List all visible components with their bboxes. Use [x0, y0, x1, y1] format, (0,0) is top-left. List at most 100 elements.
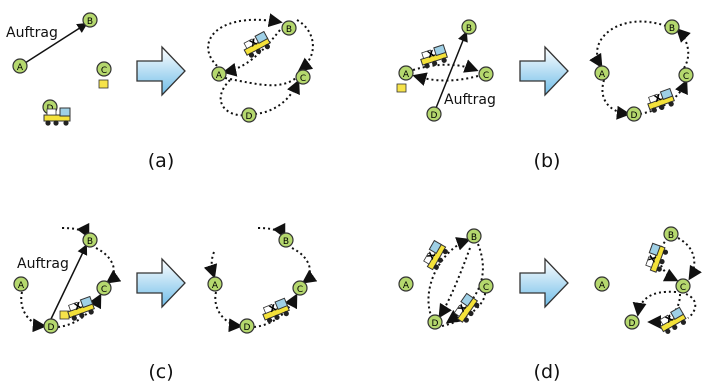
- caption-a: (a): [148, 150, 174, 172]
- svg-text:A: A: [599, 281, 606, 291]
- node-b2-C: C: [678, 67, 694, 83]
- panel-a-left: Auftrag A B C D: [6, 12, 112, 127]
- svg-text:C: C: [300, 74, 306, 84]
- node-c2-D: D: [239, 318, 255, 334]
- svg-text:D: D: [631, 111, 638, 121]
- svg-text:X: X: [664, 314, 675, 326]
- node-d-D: D: [427, 314, 443, 330]
- transition-arrow-icon: [519, 257, 569, 309]
- svg-text:X: X: [248, 38, 259, 50]
- truck-icon: X: [451, 292, 482, 326]
- node-c2-B: B: [278, 232, 294, 248]
- svg-text:D: D: [246, 112, 253, 122]
- node-a-A: A: [12, 58, 28, 74]
- node-c-B: B: [82, 232, 98, 248]
- svg-text:A: A: [403, 70, 410, 80]
- node-b-A: A: [398, 65, 414, 81]
- svg-text:C: C: [101, 285, 107, 295]
- node-b-C: C: [478, 66, 494, 82]
- panel-c: Auftrag A B C D X: [13, 222, 318, 383]
- node-d2-A: A: [594, 276, 610, 292]
- svg-text:C: C: [101, 66, 107, 76]
- truck-icon: X: [420, 240, 451, 273]
- truck-icon: X: [418, 44, 450, 71]
- node-b2-A: A: [594, 65, 610, 81]
- node-a2-A: A: [211, 66, 227, 82]
- svg-text:C: C: [483, 283, 489, 293]
- node-d-C: C: [478, 278, 494, 294]
- truck-icon: X: [240, 31, 273, 60]
- order-label-a: Auftrag: [6, 25, 58, 41]
- panel-b: Auftrag A B C D X: [396, 19, 694, 172]
- truck-icon: X: [259, 297, 292, 325]
- node-b-B: B: [461, 19, 477, 35]
- node-a-C: C: [96, 61, 112, 77]
- package-icon: [98, 79, 109, 89]
- node-c2-C: C: [292, 280, 308, 296]
- svg-text:A: A: [599, 70, 606, 80]
- truck-icon: X: [656, 306, 689, 337]
- svg-text:C: C: [483, 71, 489, 81]
- node-a2-B: B: [281, 20, 297, 36]
- truck-icon: X: [643, 242, 670, 275]
- panel-d: A B C D X X: [398, 226, 702, 383]
- svg-text:A: A: [212, 281, 219, 291]
- truck-icon: X: [644, 87, 677, 115]
- svg-text:C: C: [680, 283, 686, 293]
- node-b2-D: D: [626, 106, 642, 122]
- transition-arrow-icon: [136, 45, 186, 97]
- svg-text:B: B: [286, 25, 292, 35]
- svg-text:D: D: [432, 319, 439, 329]
- svg-text:C: C: [683, 72, 689, 82]
- svg-text:B: B: [471, 233, 477, 243]
- svg-text:X: X: [427, 49, 437, 61]
- truck-icon: X: [64, 295, 97, 323]
- svg-text:X: X: [457, 303, 469, 314]
- transition-arrow-icon: [136, 257, 186, 309]
- svg-text:X: X: [653, 93, 663, 105]
- caption-b: (b): [534, 150, 561, 172]
- svg-text:C: C: [297, 285, 303, 295]
- svg-text:B: B: [87, 17, 93, 27]
- order-label-b: Auftrag: [444, 92, 496, 108]
- svg-text:B: B: [466, 24, 472, 34]
- node-b2-B: B: [664, 19, 680, 35]
- panel-a: Auftrag A B C D: [6, 12, 314, 172]
- svg-text:B: B: [669, 24, 675, 34]
- order-label-c: Auftrag: [17, 256, 69, 272]
- node-c-A: A: [13, 276, 29, 292]
- svg-text:D: D: [431, 111, 438, 121]
- node-b-D: D: [426, 106, 442, 122]
- node-d-B: B: [466, 228, 482, 244]
- node-a-B: B: [82, 12, 98, 28]
- node-d-A: A: [398, 276, 414, 292]
- svg-text:A: A: [18, 281, 25, 291]
- svg-text:A: A: [403, 281, 410, 291]
- node-c-C: C: [96, 280, 112, 296]
- caption-c: (c): [148, 361, 173, 383]
- svg-text:X: X: [268, 303, 278, 315]
- node-c-D: D: [43, 318, 59, 334]
- svg-text:D: D: [629, 319, 636, 329]
- node-d2-B: B: [663, 226, 679, 242]
- panel-a-right-nodes: A B C D X: [211, 20, 311, 123]
- svg-text:A: A: [216, 71, 223, 81]
- svg-text:X: X: [73, 301, 83, 313]
- svg-text:B: B: [668, 231, 674, 241]
- transition-arrow-icon: [519, 45, 569, 97]
- caption-d: (d): [534, 361, 561, 383]
- svg-text:B: B: [87, 237, 93, 247]
- svg-text:B: B: [283, 237, 289, 247]
- node-c2-A: A: [207, 276, 223, 292]
- package-icon: [396, 83, 407, 93]
- svg-text:D: D: [244, 323, 251, 333]
- svg-text:X: X: [647, 254, 659, 264]
- node-a2-C: C: [295, 69, 311, 85]
- truck-icon: [43, 107, 71, 127]
- svg-text:D: D: [48, 323, 55, 333]
- svg-text:X: X: [426, 251, 438, 262]
- svg-text:A: A: [17, 63, 24, 73]
- node-d2-C: C: [675, 278, 691, 294]
- node-a2-D: D: [241, 107, 257, 123]
